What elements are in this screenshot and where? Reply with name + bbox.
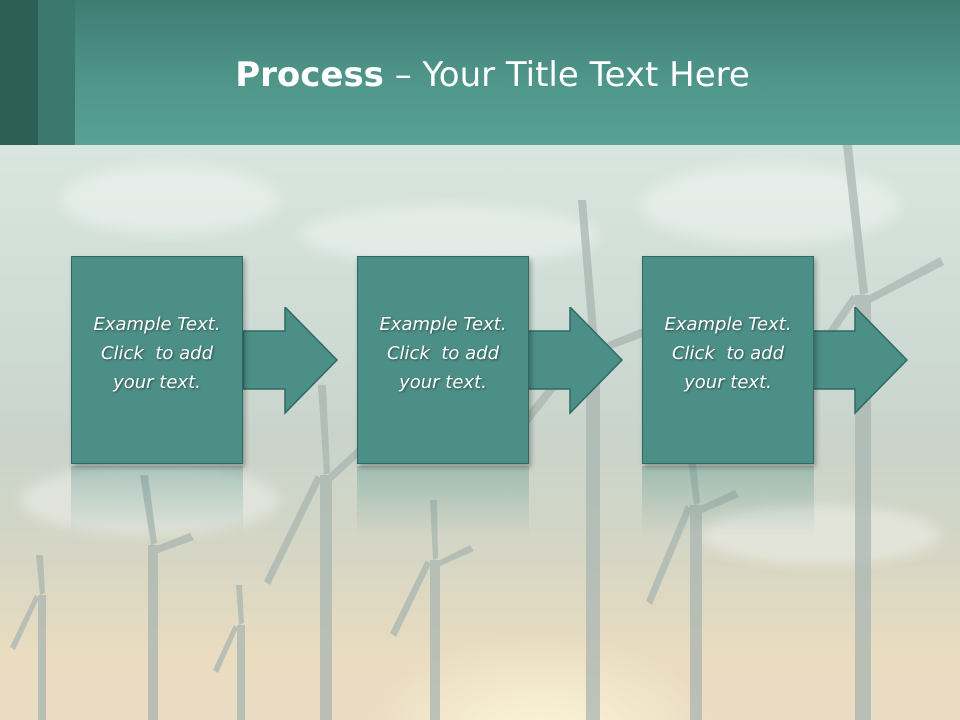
step-text-line: Example Text.	[379, 314, 507, 335]
step-text-line: your text.	[113, 372, 201, 393]
step-text-line: Click to add	[386, 343, 499, 364]
step-reflection	[71, 466, 243, 536]
arrow-right-icon	[813, 307, 909, 415]
slide-title-bold: Process	[235, 55, 384, 95]
header-accent-stripe	[38, 0, 75, 145]
step-text[interactable]: Example Text. Click to add your text.	[642, 310, 814, 397]
step-reflection	[357, 466, 529, 536]
process-step-3[interactable]: Example Text. Click to add your text.	[642, 256, 816, 464]
step-text[interactable]: Example Text. Click to add your text.	[71, 310, 243, 397]
arrow-right-icon	[528, 307, 624, 415]
step-text-line: Example Text.	[93, 314, 221, 335]
step-box	[642, 256, 814, 464]
step-reflection	[642, 466, 814, 536]
step-box	[71, 256, 243, 464]
slide-title-rest: – Your Title Text Here	[383, 55, 750, 95]
title-bar: Process – Your Title Text Here	[0, 0, 960, 145]
step-text-line: Example Text.	[664, 314, 792, 335]
step-box	[357, 256, 529, 464]
step-text-line: Click to add	[671, 343, 784, 364]
process-step-1[interactable]: Example Text. Click to add your text.	[71, 256, 245, 464]
process-step-2[interactable]: Example Text. Click to add your text.	[357, 256, 531, 464]
arrow-right-icon	[243, 307, 339, 415]
step-text-line: your text.	[399, 372, 487, 393]
step-text[interactable]: Example Text. Click to add your text.	[357, 310, 529, 397]
header-accent-stripe	[0, 0, 38, 145]
slide-title[interactable]: Process – Your Title Text Here	[75, 52, 910, 98]
step-text-line: Click to add	[100, 343, 213, 364]
step-text-line: your text.	[684, 372, 772, 393]
